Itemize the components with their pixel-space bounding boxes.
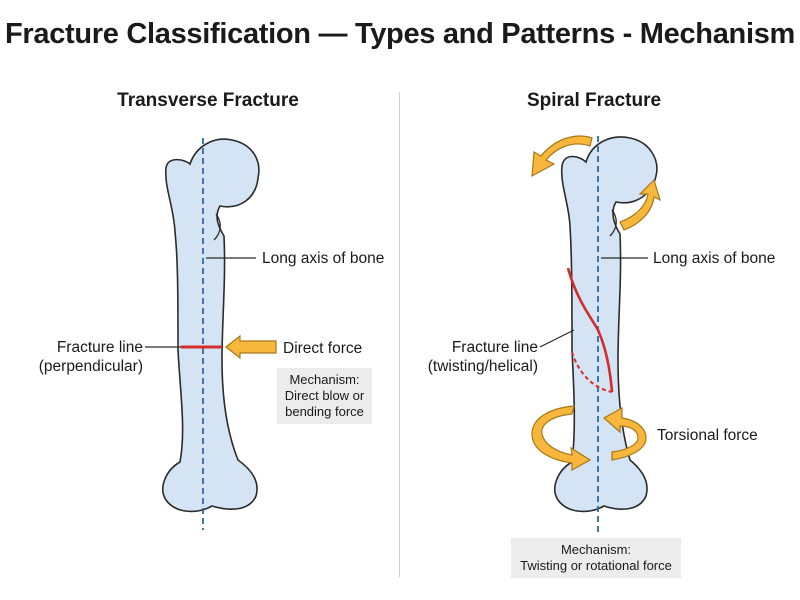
transverse-panel-title: Transverse Fracture bbox=[117, 90, 299, 111]
spiral-mechanism-line1: Mechanism: bbox=[560, 542, 632, 557]
transverse-axis-label: Long axis of bone bbox=[262, 250, 385, 267]
transverse-mechanism-line3: bending force bbox=[285, 404, 364, 419]
panel-divider bbox=[399, 92, 400, 577]
transverse-mechanism-line2: Direct blow or bbox=[284, 388, 365, 403]
transverse-fracture-label-line1: Fracture line bbox=[56, 339, 143, 356]
rotation-arrow-top-right bbox=[619, 178, 661, 231]
spiral-fracture-line-hidden bbox=[571, 351, 613, 393]
spiral-fracture-leader bbox=[539, 329, 575, 348]
spiral-fracture-line bbox=[566, 267, 614, 393]
torsional-force-label: Torsional force bbox=[657, 427, 758, 444]
spiral-mechanism-line2: Twisting or rotational force bbox=[520, 558, 672, 573]
torsional-arrow-left bbox=[531, 405, 592, 472]
diagram-title: Fracture Classification — Types and Patt… bbox=[4, 18, 796, 50]
direct-force-label: Direct force bbox=[283, 340, 363, 357]
transverse-mechanism-line1: Mechanism: bbox=[289, 372, 360, 387]
direct-force-arrow bbox=[225, 334, 277, 360]
spiral-axis-label: Long axis of bone bbox=[653, 250, 776, 267]
transverse-fracture-label-line2: (perpendicular) bbox=[38, 358, 143, 375]
spiral-mechanism-box: Mechanism: Twisting or rotational force bbox=[511, 538, 681, 578]
rotation-arrow-top-left bbox=[531, 135, 593, 178]
transverse-mechanism-box: Mechanism: Direct blow or bending force bbox=[277, 368, 372, 424]
transverse-fracture-label: Fracture line (perpendicular) bbox=[28, 338, 143, 376]
spiral-fracture-label-line1: Fracture line bbox=[451, 339, 538, 356]
torsional-arrow-right bbox=[602, 406, 647, 461]
spiral-fracture-label-line2: (twisting/helical) bbox=[427, 358, 538, 375]
spiral-fracture-label: Fracture line (twisting/helical) bbox=[410, 338, 538, 376]
transverse-femur-bone bbox=[162, 138, 260, 513]
spiral-panel-title: Spiral Fracture bbox=[526, 90, 662, 111]
